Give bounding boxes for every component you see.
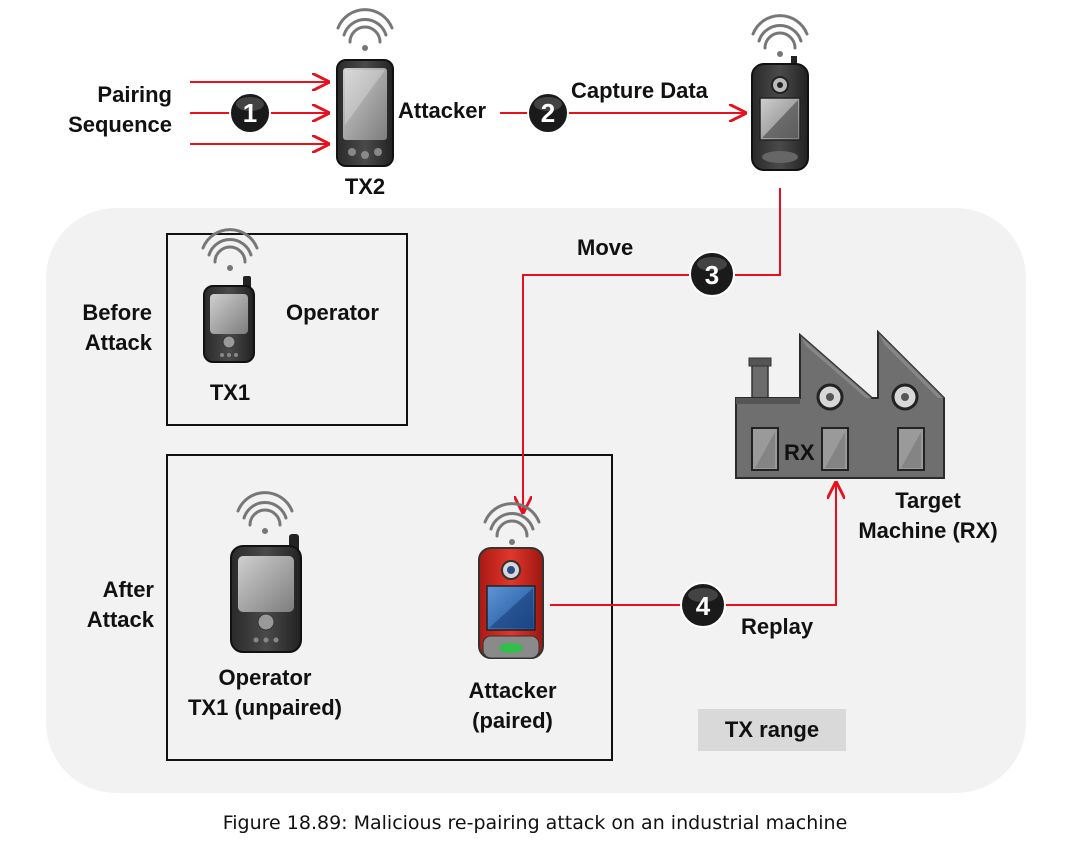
svg-text:3: 3 [705,260,719,290]
wifi-icon [201,228,259,271]
before-attack-label: Before Attack [82,300,152,355]
step-1-badge: 1 [229,92,271,134]
wifi-icon [751,14,809,57]
operator-tx1-unpaired-remote-icon [230,491,302,653]
after-attack-label: After Attack [86,577,154,632]
tx-range-legend [698,709,846,751]
wifi-icon [483,502,541,545]
wifi-icon [236,491,294,534]
operator-label: Operator [286,300,379,325]
figure-caption: Figure 18.89: Malicious re-pairing attac… [222,812,848,834]
replay-arrow [550,483,836,606]
target-machine-label: Target Machine (RX) [858,488,998,543]
capture-device-icon [751,14,809,171]
tx-range-label: TX range [724,717,820,742]
wifi-icon [336,8,394,51]
tx1-operator-remote-icon [201,228,259,363]
fan-icon [891,383,919,411]
attacker-label-top: Attacker [398,98,487,123]
svg-text:1: 1 [243,98,257,128]
attacker-paired-label: Attacker (paired) [468,678,557,733]
pairing-sequence-label: Pairing Sequence [68,82,172,137]
step-2-badge: 2 [527,92,569,134]
attacker-paired-phone-icon [478,502,544,659]
move-label: Move [577,235,634,260]
capture-data-label: Capture Data [571,78,708,103]
before-attack-box [166,233,408,426]
move-arrow [523,188,781,512]
after-attack-box [166,454,613,761]
factory-target-machine-icon [735,329,945,479]
step-3-badge: 3 [689,251,735,297]
tx1-label: TX1 [209,380,251,405]
operator-tx1-unpaired-label: Operator TX1 (unpaired) [187,665,342,720]
replay-label: Replay [741,614,814,639]
svg-text:4: 4 [696,591,711,621]
tx2-attacker-pda-icon [336,8,394,167]
svg-text:2: 2 [541,98,555,128]
step-4-badge: 4 [680,582,726,628]
rx-label: RX [784,440,815,465]
tx2-label: TX2 [344,174,386,199]
fan-icon [816,383,844,411]
